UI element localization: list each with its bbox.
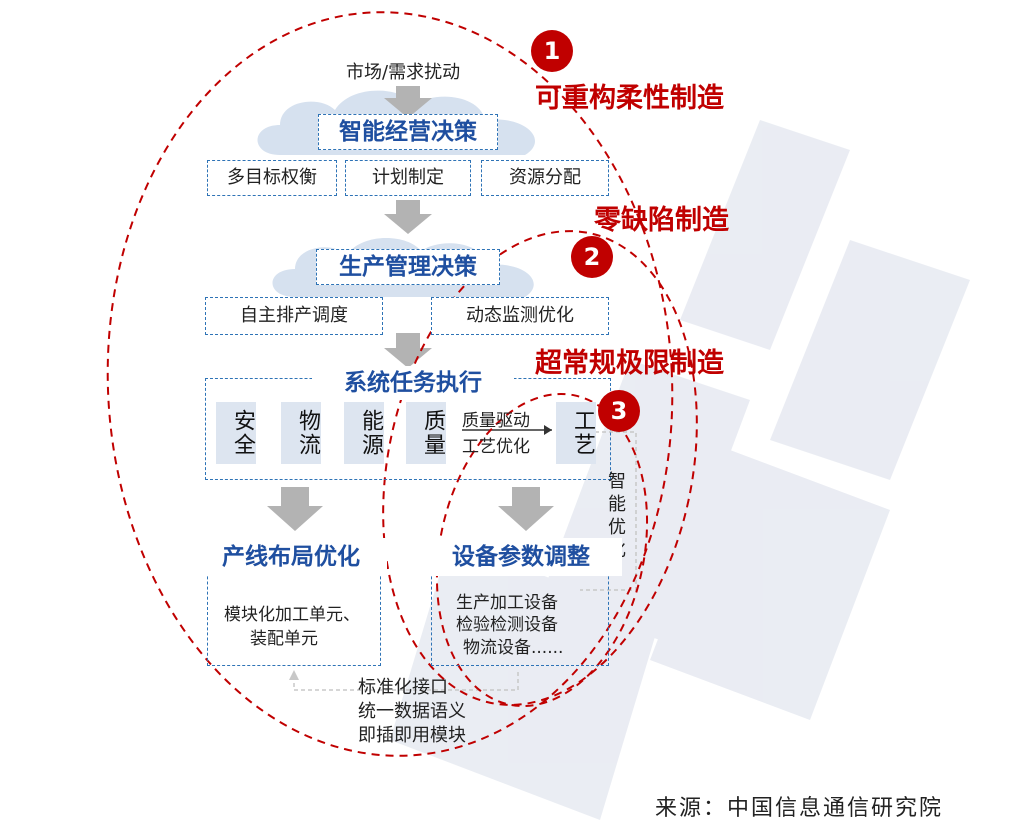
- resource-allocation-box: 资源分配: [481, 160, 609, 196]
- process-optimization-label: 工艺优化: [462, 437, 530, 457]
- cell-safety: 安全: [216, 402, 256, 464]
- planning-box: 计划制定: [345, 160, 471, 196]
- monitoring-box: 动态监测优化: [431, 297, 609, 335]
- cell-quality: 质量: [406, 402, 446, 464]
- demand-input-label: 市场/需求扰动: [346, 62, 461, 83]
- interface-note-3: 即插即用模块: [358, 725, 466, 746]
- cell-energy: 能源: [344, 402, 384, 464]
- interface-note-2: 统一数据语义: [358, 701, 466, 722]
- layout-optimization-title: 产线布局优化: [195, 538, 387, 576]
- equipment-parameters-title: 设备参数调整: [420, 538, 622, 576]
- layout-line-2: 装配单元: [250, 629, 318, 649]
- mode-label-2: 零缺陷制造: [594, 205, 729, 236]
- layout-line-1: 模块化加工单元、: [224, 605, 360, 625]
- cell-process: 工艺: [556, 402, 596, 464]
- mode-number-1: 1: [531, 30, 573, 72]
- quality-drive-label: 质量驱动: [462, 411, 530, 431]
- mode-label-1: 可重构柔性制造: [535, 83, 724, 114]
- mode-number-2: 2: [571, 236, 613, 278]
- mode-label-3: 超常规极限制造: [535, 348, 724, 379]
- equipment-line-2: 检验检测设备: [456, 615, 558, 635]
- interface-note-1: 标准化接口: [358, 677, 448, 698]
- equipment-line-3: 物流设备......: [463, 638, 564, 658]
- arrow-down-icon: [498, 487, 554, 531]
- arrow-down-icon: [384, 200, 432, 234]
- production-management-decision-title: 生产管理决策: [316, 249, 500, 285]
- source-credit: 来源：中国信息通信研究院: [655, 796, 944, 821]
- system-execution-title: 系统任务执行: [312, 366, 514, 400]
- mode-number-3: 3: [598, 390, 640, 432]
- cell-logistics: 物流: [281, 402, 321, 464]
- arrow-down-icon: [267, 487, 323, 531]
- multi-objective-box: 多目标权衡: [207, 160, 337, 196]
- scheduling-box: 自主排产调度: [205, 297, 383, 335]
- smart-operation-decision-title: 智能经营决策: [318, 114, 498, 150]
- equipment-line-1: 生产加工设备: [456, 593, 558, 613]
- arrow-down-icon: [384, 86, 432, 118]
- arrow-down-icon: [384, 333, 432, 368]
